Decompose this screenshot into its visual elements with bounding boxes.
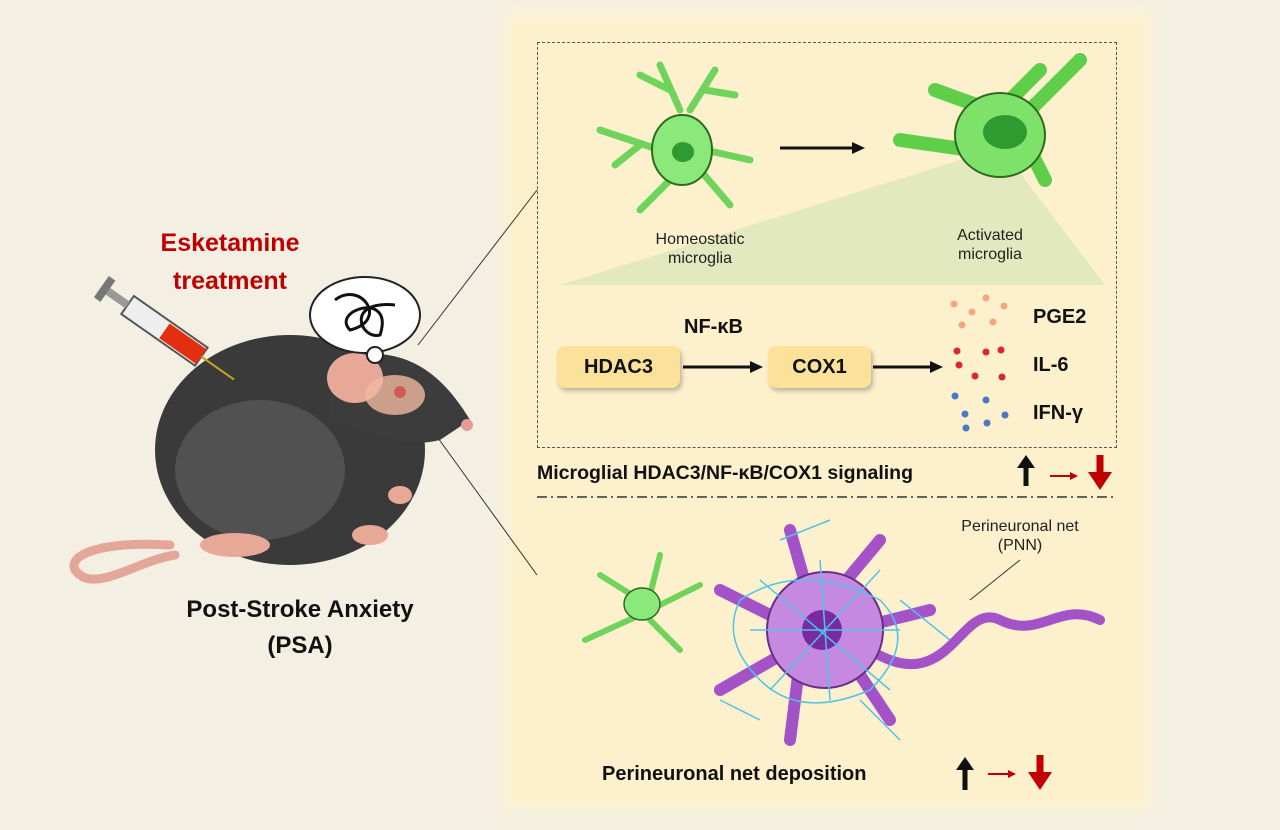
homeostatic-label: Homeostatic microglia [630,230,770,268]
treatment-line1: Esketamine [160,229,300,257]
neuron-scene [582,519,1105,746]
microglia-small [623,587,661,621]
output-ifn-gamma: IFN-γ [1033,402,1083,424]
cox1-node: COX1 [768,346,871,388]
activated-line2: microglia [957,246,1022,263]
mouse-illustration [69,276,473,584]
output-pge2: PGE2 [1033,306,1087,328]
condition-line2: (PSA) [267,632,333,659]
activation-cone [560,160,1105,285]
pnn-label: Perineuronal net (PNN) [935,517,1105,555]
hdac3-node: HDAC3 [557,346,680,388]
pge2-dots [950,294,1008,329]
pnn-label-line2: (PNN) [997,537,1043,554]
homeostatic-line1: Homeostatic [655,231,745,248]
zoom-line-top [417,189,538,346]
mouse-tail [69,539,180,584]
homeostatic-line2: microglia [667,250,732,267]
treatment-line2: treatment [173,267,287,295]
mouse-hindfoot [200,533,270,557]
axon [865,609,1105,670]
signaling-label: Microglial HDAC3/NF-κB/COX1 signaling [537,462,913,484]
ifn-dots [951,392,1009,432]
output-il6: IL-6 [1033,354,1069,376]
treatment-label: Esketamine treatment [140,224,320,300]
pnn-label-line1: Perineuronal net [961,518,1079,535]
stroke-lesion [394,386,406,398]
activated-microglia [893,53,1087,187]
activated-label: Activated microglia [930,226,1050,264]
mouse-forefoot [352,525,388,545]
activated-line1: Activated [957,227,1023,244]
pnn-mesh [719,519,951,741]
pnn-pointer [969,559,1021,601]
zoom-line-bottom [437,437,538,576]
pnn-deposition-label: Perineuronal net deposition [602,763,867,785]
syringe-icon [93,276,235,381]
homeostatic-microglia [596,61,754,214]
condition-label: Post-Stroke Anxiety (PSA) [140,592,460,664]
microglia-pathway-box [537,42,1117,448]
condition-line1: Post-Stroke Anxiety [186,596,414,623]
il6-dots [953,346,1006,381]
nfkb-label: NF-κB [684,316,743,338]
mouse-nose [461,419,473,431]
scribble-icon [334,293,396,337]
thought-cloud-icon [309,276,421,354]
